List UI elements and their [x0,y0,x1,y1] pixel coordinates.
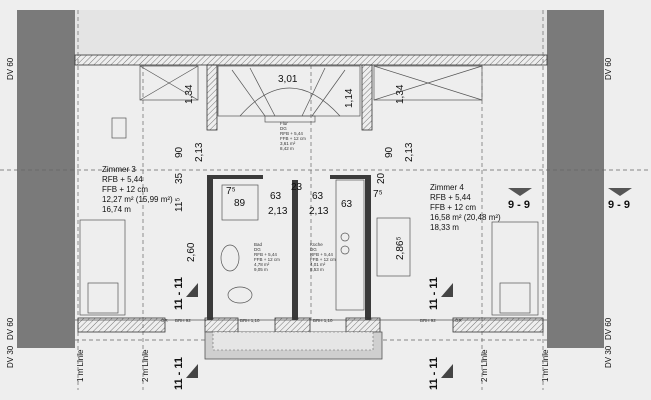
svg-text:18,33 m: 18,33 m [430,223,459,232]
left-wall-band [17,10,75,348]
svg-text:3,61 m²: 3,61 m² [280,141,296,146]
svg-text:12,27 m² (15,99 m²): 12,27 m² (15,99 m²) [102,195,173,204]
svg-text:1,34: 1,34 [184,84,195,104]
stair-width: 3,01 [278,74,298,85]
svg-text:2,60: 2,60 [186,242,197,262]
svg-text:11 - 11: 11 - 11 [173,357,185,390]
svg-text:Küche: Küche [310,242,323,247]
svg-text:FFB + 12 cm: FFB + 12 cm [280,136,306,141]
svg-text:16,58 m² (20,48 m²): 16,58 m² (20,48 m²) [430,213,501,222]
svg-text:DV 60: DV 60 [604,57,613,80]
svg-text:FFB + 12 cm: FFB + 12 cm [254,257,280,262]
svg-text:90: 90 [174,146,185,158]
svg-text:1 m Linie: 1 m Linie [541,349,550,382]
roof-edge [74,54,548,66]
right-wall-band [547,10,604,348]
svg-text:BRH 1,10: BRH 1,10 [313,318,333,323]
svg-text:DG: DG [254,247,261,252]
svg-text:4,01 m²: 4,01 m² [310,262,326,267]
bottom-wall [77,317,544,360]
svg-text:GR: GR [161,318,169,323]
svg-text:FFB + 12 cm: FFB + 12 cm [430,203,476,212]
side-labels: DV 60 DV 60 DV 30 DV 60 DV 60 DV 30 1 m … [6,57,613,382]
svg-text:63: 63 [312,191,324,202]
svg-text:2,13: 2,13 [404,142,415,162]
svg-text:11 - 11: 11 - 11 [428,277,440,310]
svg-text:2 m Linie: 2 m Linie [141,349,150,382]
svg-text:11 - 11: 11 - 11 [428,357,440,390]
staircase [217,65,361,123]
svg-text:16,74 m: 16,74 m [102,205,131,214]
svg-text:Flur: Flur [280,121,288,126]
stair-dim: 1,14 [344,88,355,108]
svg-text:2 m Linie: 2 m Linie [480,349,489,382]
svg-text:DV 30: DV 30 [604,345,613,368]
svg-text:4,78 m²: 4,78 m² [254,262,270,267]
svg-text:DV 60: DV 60 [6,317,15,340]
svg-text:RFB + 5,44: RFB + 5,44 [102,175,143,184]
svg-text:RFB + 5,44: RFB + 5,44 [430,193,471,202]
svg-text:Zimmer 3: Zimmer 3 [102,165,136,174]
svg-text:BRH 1,10: BRH 1,10 [240,318,260,323]
kitchen-wall [365,175,371,320]
dimensions: 1,34 1,34 90 2,13 90 2,13 35 11⁵ 2,60 20… [174,84,415,262]
svg-text:DV 60: DV 60 [6,57,15,80]
svg-text:90: 90 [384,146,395,158]
top-cabinets-left [139,65,199,101]
svg-text:2,86⁵: 2,86⁵ [395,236,406,260]
svg-text:Bad: Bad [254,242,263,247]
svg-text:7⁵: 7⁵ [373,189,383,200]
svg-text:11 - 11: 11 - 11 [173,277,185,310]
svg-text:RFB + 5,44: RFB + 5,44 [310,252,333,257]
section-markers: 11 - 11 11 - 11 11 - 11 11 - 11 9 - 9 9 … [173,188,632,390]
svg-text:BRH 92: BRH 92 [175,318,191,323]
svg-text:RFB + 5,44: RFB + 5,44 [280,131,303,136]
bad-wall-right [292,180,298,320]
svg-text:2,13: 2,13 [194,142,205,162]
svg-text:FFB + 12 cm: FFB + 12 cm [102,185,148,194]
svg-text:Zimmer 4: Zimmer 4 [430,183,464,192]
svg-text:FFB + 12 cm: FFB + 12 cm [310,257,336,262]
svg-text:GR: GR [455,318,463,323]
svg-text:8,42 m: 8,42 m [280,146,294,151]
svg-text:RFB + 5,44: RFB + 5,44 [254,252,277,257]
bad-wall-left [207,175,213,320]
svg-text:BRH 92: BRH 92 [420,318,436,323]
svg-text:23: 23 [291,182,303,193]
svg-text:2,13: 2,13 [268,206,288,217]
svg-text:DG: DG [280,126,287,131]
window-labels: BRH 92 BRH 1,10 BRH 1,10 BRH 92 GR GR [161,318,463,323]
svg-text:1 m Linie: 1 m Linie [76,349,85,382]
svg-text:1,34: 1,34 [395,84,406,104]
svg-text:DV 60: DV 60 [604,317,613,340]
svg-text:9 - 9: 9 - 9 [508,199,530,211]
svg-text:11⁵: 11⁵ [174,197,185,212]
svg-text:35: 35 [174,172,185,184]
top-cabinets-right [373,65,483,101]
svg-text:9,05 m: 9,05 m [254,267,268,272]
svg-text:63: 63 [341,199,353,210]
svg-text:DG: DG [310,247,317,252]
svg-text:DV 30: DV 30 [6,345,15,368]
svg-text:9 - 9: 9 - 9 [608,199,630,211]
svg-text:63: 63 [270,191,282,202]
svg-text:7⁵: 7⁵ [226,186,236,197]
svg-text:89: 89 [234,198,246,209]
svg-text:2,13: 2,13 [309,206,329,217]
svg-text:8,53 m: 8,53 m [310,267,324,272]
svg-text:20: 20 [376,172,387,184]
